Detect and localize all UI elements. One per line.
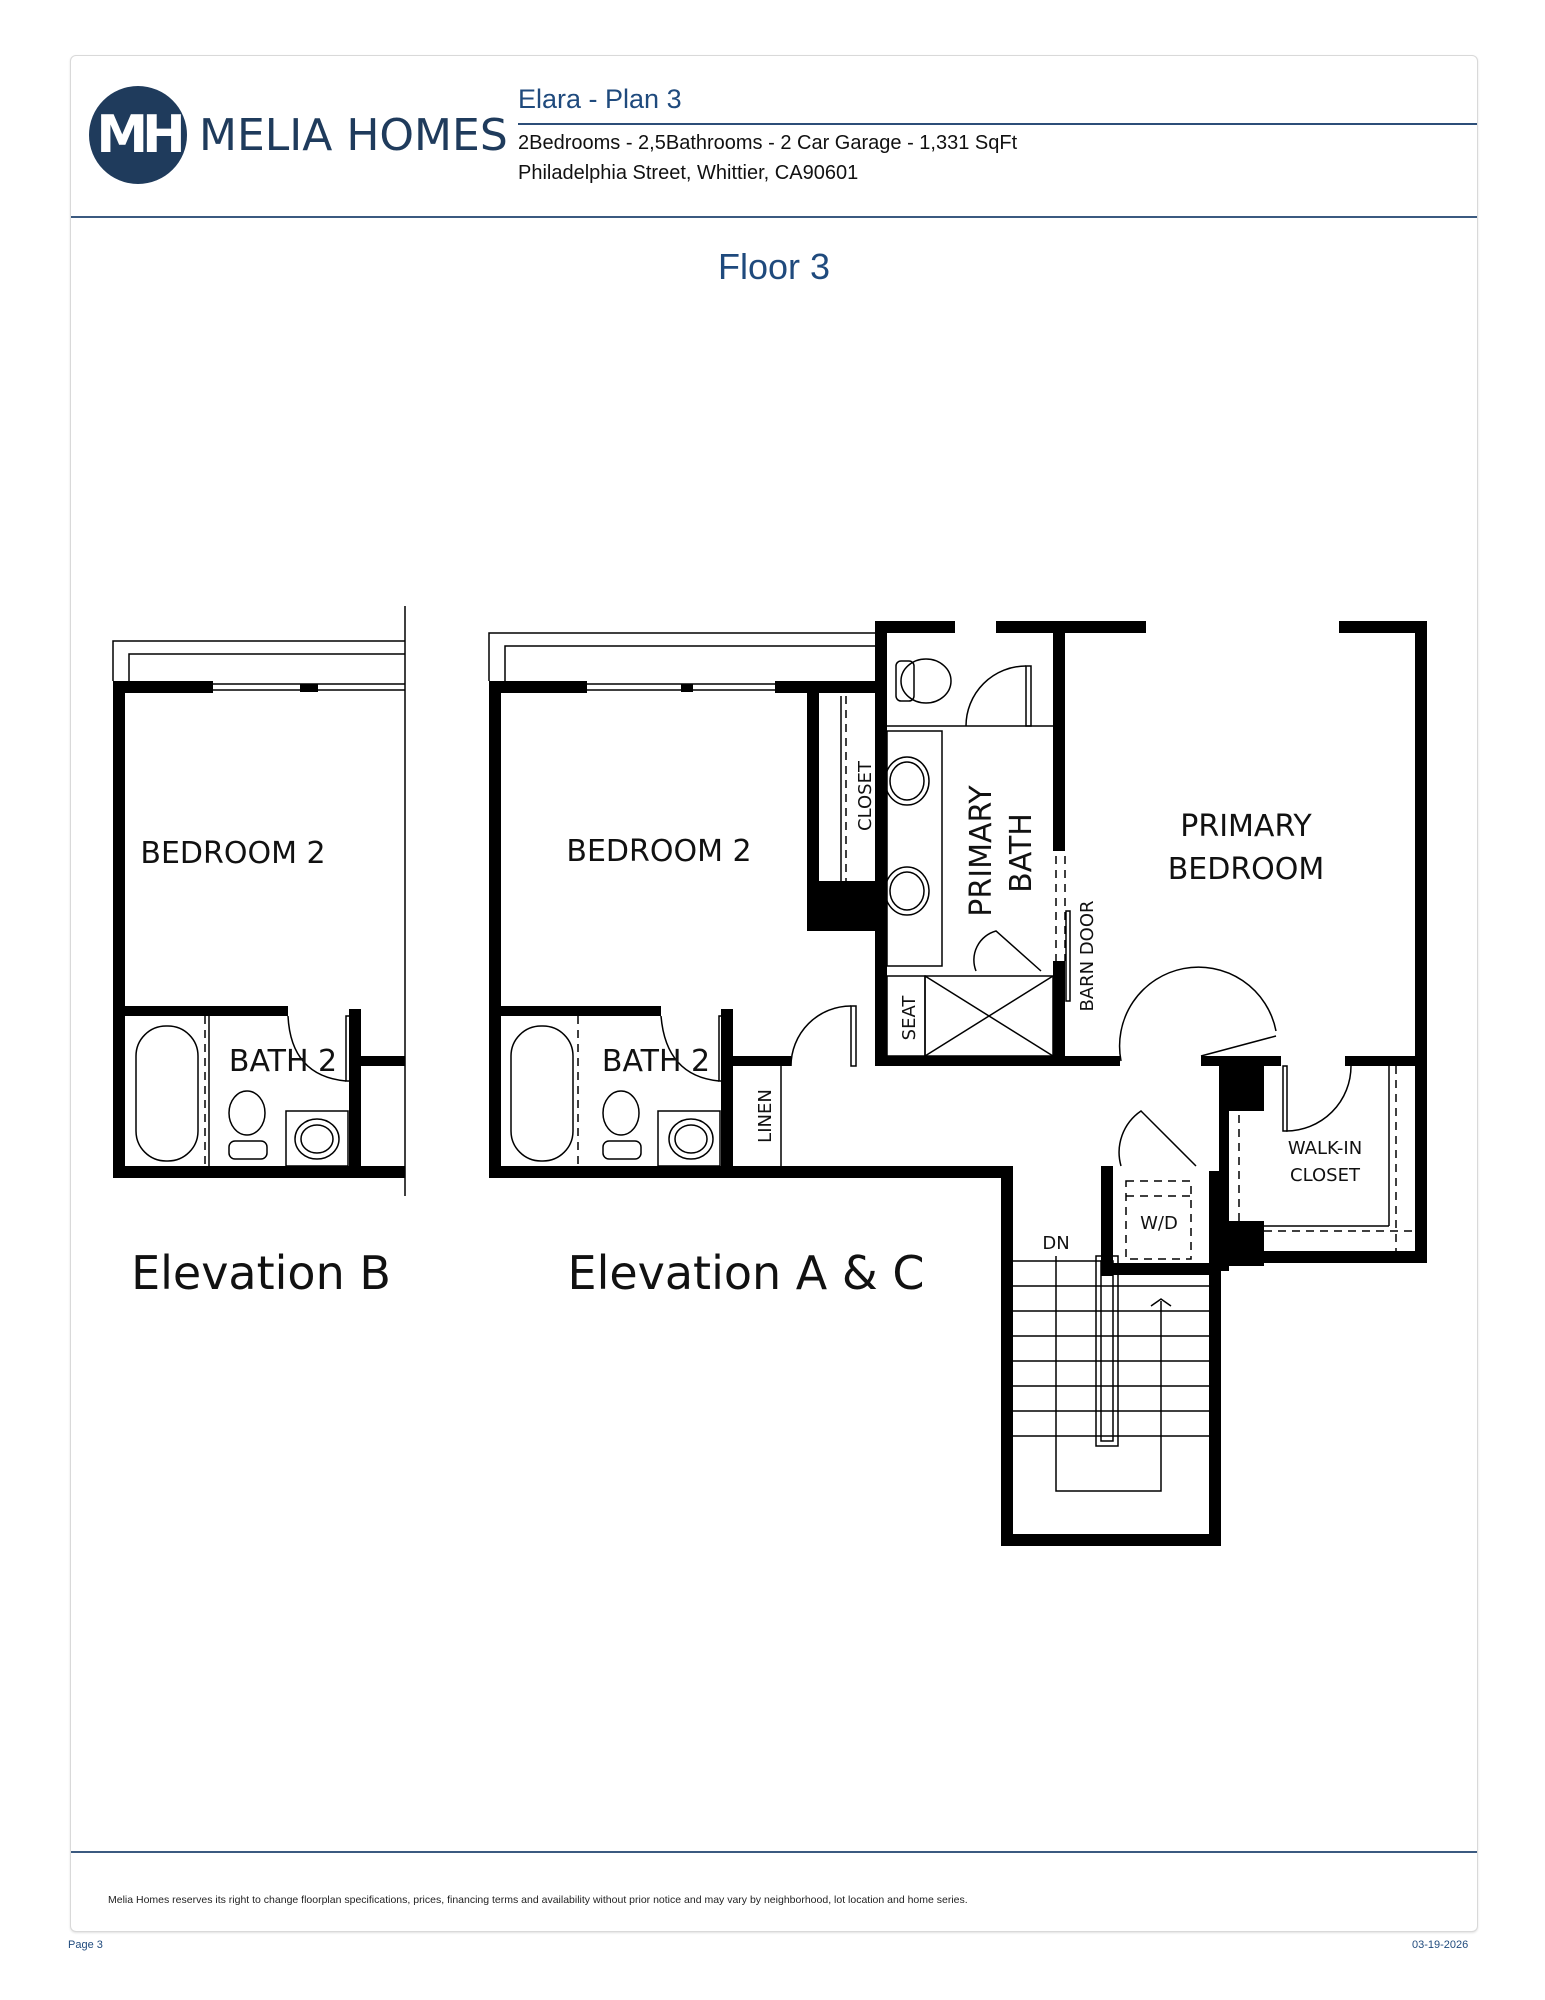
page-number: Page 3	[68, 1939, 103, 1951]
label-primary-bath-2: BATH	[1004, 813, 1039, 893]
disclaimer: Melia Homes reserves its right to change…	[108, 1894, 968, 1906]
floor-plan-drawing: BEDROOM 2 BATH 2 BEDROOM 2 BATH 2 CLOSET…	[112, 606, 1427, 1546]
label-dn: DN	[1042, 1233, 1069, 1254]
plan-specs: 2Bedrooms - 2,5Bathrooms - 2 Car Garage …	[518, 132, 1018, 154]
elev-ac-walls	[489, 621, 1427, 1546]
logo-monogram: MH	[89, 86, 187, 184]
walls	[113, 681, 405, 1178]
page-card: MH MELIA HOMES Elara - Plan 3 2Bedrooms …	[70, 55, 1478, 1932]
footer-divider	[71, 1851, 1477, 1853]
label-walk-in-1: WALK-IN	[1288, 1138, 1362, 1159]
elevation-b-label: Elevation B	[131, 1246, 391, 1300]
header: MH MELIA HOMES Elara - Plan 3 2Bedrooms …	[71, 56, 1477, 218]
label-closet: CLOSET	[855, 760, 876, 831]
elev-ac-details	[488, 632, 1427, 1492]
label-elev-ac-bath: BATH 2	[602, 1044, 710, 1079]
floor-title: Floor 3	[717, 246, 831, 287]
plan-address: Philadelphia Street, Whittier, CA90601	[518, 162, 859, 184]
label-elev-ac-bedroom: BEDROOM 2	[566, 834, 751, 869]
elev-b-details	[112, 606, 406, 1196]
label-seat: SEAT	[899, 995, 920, 1041]
label-wd: W/D	[1140, 1213, 1178, 1234]
label-linen: LINEN	[755, 1089, 776, 1143]
label-walk-in-2: CLOSET	[1290, 1165, 1361, 1186]
logo-wordmark: MELIA HOMES	[199, 109, 508, 161]
label-elev-b-bedroom: BEDROOM 2	[140, 836, 325, 871]
plan-title: Elara - Plan 3	[518, 84, 682, 114]
title-divider	[518, 123, 1477, 125]
label-elev-b-bath: BATH 2	[229, 1044, 337, 1079]
melia-homes-logo: MH MELIA HOMES	[89, 86, 508, 184]
label-primary-bedroom-1: PRIMARY	[1180, 809, 1312, 844]
label-primary-bedroom-2: BEDROOM	[1168, 852, 1325, 887]
label-primary-bath-1: PRIMARY	[964, 785, 999, 917]
elevation-ac-label: Elevation A & C	[568, 1246, 925, 1300]
print-date: 03-19-2026	[1412, 1939, 1469, 1951]
label-barn-door: BARN DOOR	[1077, 900, 1098, 1011]
